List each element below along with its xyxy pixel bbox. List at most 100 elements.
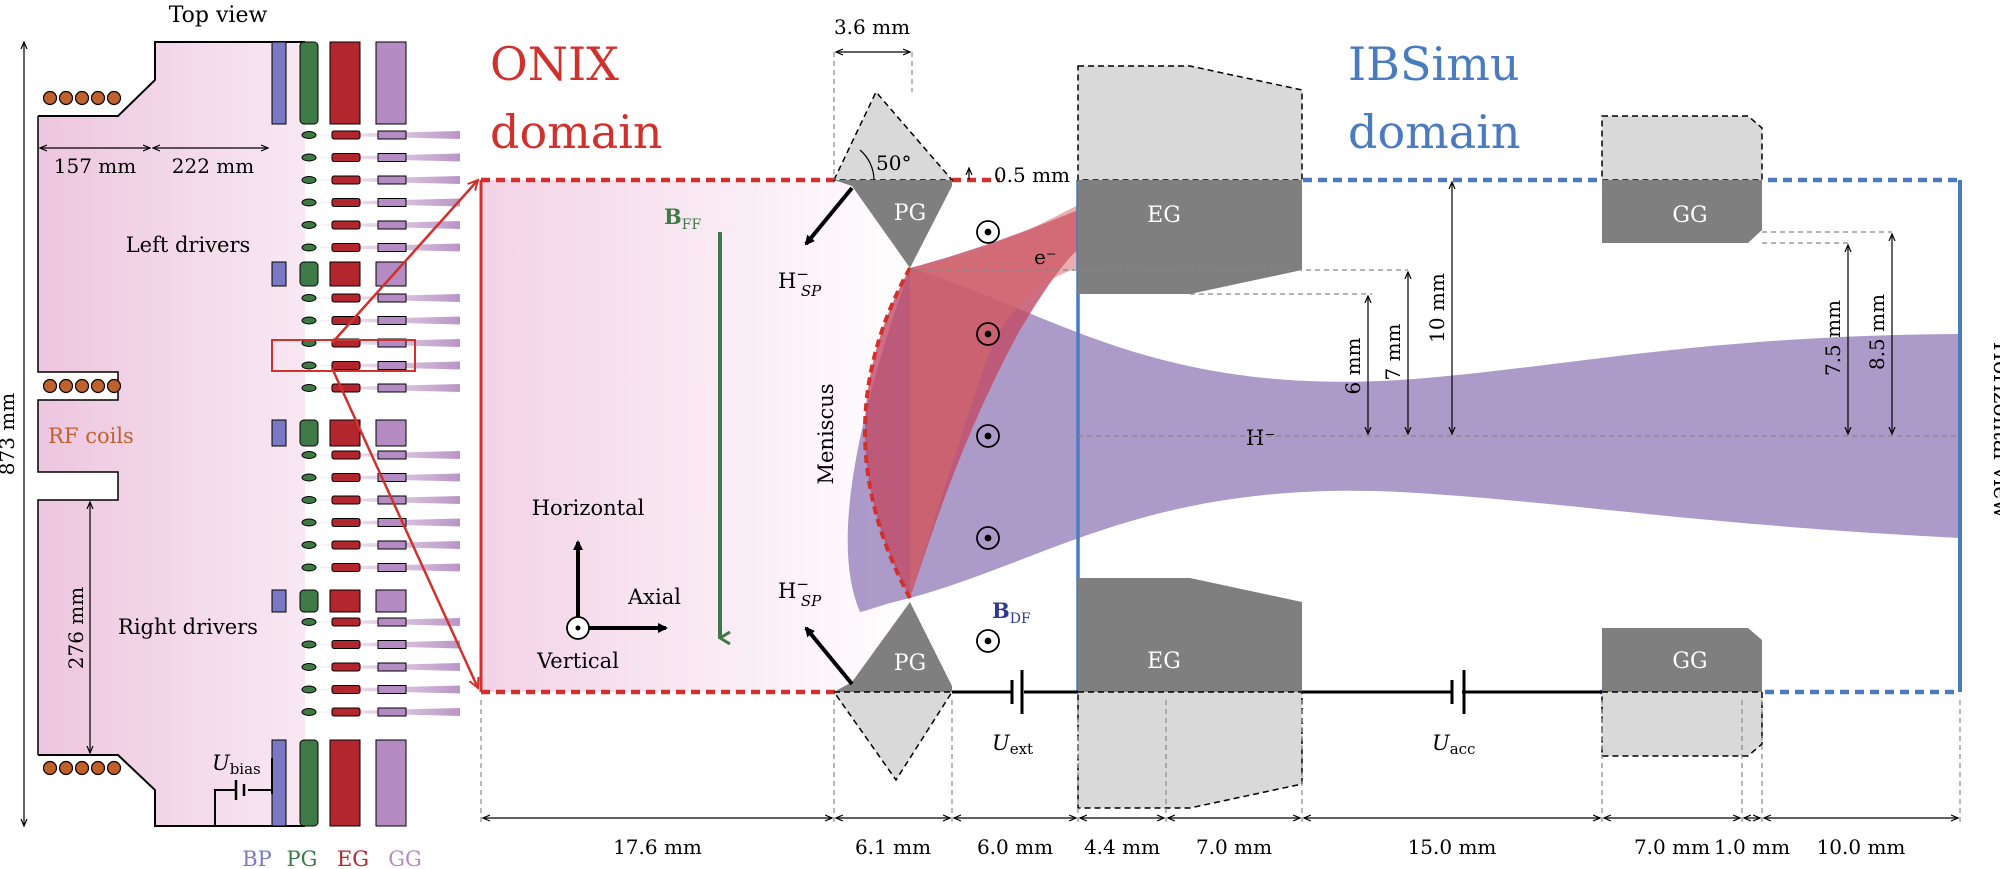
gg-block bbox=[375, 589, 407, 613]
eg-aperture bbox=[331, 685, 361, 694]
eg-aperture bbox=[331, 707, 361, 717]
gg-aperture bbox=[377, 707, 407, 717]
gg-aperture bbox=[377, 685, 407, 694]
hminus-label: H⁻ bbox=[1246, 426, 1275, 450]
eg-aperture bbox=[331, 518, 361, 527]
bp-block bbox=[271, 589, 287, 613]
eg-aperture bbox=[331, 220, 361, 230]
gg-bottom[interactable] bbox=[1602, 628, 1762, 692]
pg-aperture bbox=[301, 316, 317, 325]
onix-title-1: ONIX bbox=[490, 37, 619, 91]
eg-aperture bbox=[331, 540, 361, 550]
axis-horizontal-label: Horizontal bbox=[532, 496, 645, 520]
pg-top[interactable] bbox=[834, 180, 952, 268]
meniscus-line bbox=[863, 267, 912, 599]
coil-turn bbox=[90, 90, 106, 106]
coil-turn bbox=[42, 90, 58, 106]
gg-top[interactable] bbox=[1602, 180, 1762, 243]
pg-aperture bbox=[301, 243, 317, 252]
ibsimu-title-2: domain bbox=[1348, 105, 1521, 159]
gg-top-dashed bbox=[1601, 115, 1763, 181]
vdim-7mm: 7 mm bbox=[1381, 323, 1405, 380]
gg-aperture bbox=[377, 540, 407, 550]
eg-bottom[interactable] bbox=[1078, 578, 1302, 692]
pg-aperture bbox=[301, 198, 317, 207]
bp-block bbox=[271, 41, 287, 125]
pg-aperture bbox=[301, 384, 317, 392]
bp-block bbox=[271, 261, 287, 287]
eg-aperture bbox=[331, 640, 361, 649]
eg-bottom-dashed bbox=[1077, 691, 1303, 809]
hdim-label: 4.4 mm bbox=[1084, 835, 1160, 859]
axis-vertical-label: Vertical bbox=[536, 649, 619, 673]
hdim-label: 15.0 mm bbox=[1408, 835, 1497, 859]
pg-bottom-dashed bbox=[832, 691, 954, 782]
coil-turn bbox=[58, 378, 74, 394]
eg-top-dashed bbox=[1077, 65, 1303, 181]
hsp-bottom-label: H−SP bbox=[778, 575, 822, 610]
gg-block bbox=[375, 739, 407, 827]
axis-axial-label: Axial bbox=[627, 585, 681, 609]
gg-aperture bbox=[377, 175, 407, 185]
meniscus-label: Meniscus bbox=[814, 383, 838, 484]
gg-bottom-dashed bbox=[1601, 691, 1763, 757]
pg-block bbox=[299, 589, 319, 613]
bp-block bbox=[271, 739, 287, 827]
pg-aperture bbox=[301, 451, 317, 459]
dim-222mm: 222 mm bbox=[172, 154, 254, 178]
hdim-label: 10.0 mm bbox=[1817, 835, 1906, 859]
eg-aperture bbox=[331, 175, 361, 185]
hsp-top-label: H−SP bbox=[778, 265, 822, 300]
eg-block bbox=[329, 261, 361, 287]
rf-coils-label: RF coils bbox=[48, 424, 134, 448]
hdim-label: 6.0 mm bbox=[977, 835, 1053, 859]
bff-label: BFF bbox=[664, 204, 701, 233]
gg-aperture bbox=[377, 243, 407, 252]
legend-gg: GG bbox=[388, 847, 422, 869]
eg-top[interactable] bbox=[1078, 180, 1302, 294]
top-view-title: Top view bbox=[169, 3, 268, 28]
coil-turn bbox=[74, 760, 90, 776]
gg-aperture bbox=[377, 383, 407, 393]
pg-bottom-label: PG bbox=[894, 651, 926, 676]
vdim-7-5mm: 7.5 mm bbox=[1821, 300, 1845, 376]
eg-aperture bbox=[331, 563, 361, 572]
bdf-label: BDF bbox=[992, 598, 1031, 627]
eg-block bbox=[329, 41, 361, 125]
horizontal-view-label: Horizontal view bbox=[1988, 342, 2000, 518]
coil-turn bbox=[74, 90, 90, 106]
pg-aperture bbox=[301, 708, 317, 716]
coil-turn bbox=[58, 90, 74, 106]
top-view-panel: 873 mm 157 mm 222 mm 276 mm Top view Lef… bbox=[0, 3, 478, 869]
gg-aperture bbox=[377, 361, 407, 370]
coil-turn bbox=[74, 378, 90, 394]
b-field-symbols bbox=[976, 220, 1000, 653]
gg-aperture bbox=[377, 198, 407, 207]
pg-block bbox=[299, 739, 319, 827]
coil-turn bbox=[42, 378, 58, 394]
pg-aperture bbox=[301, 685, 317, 694]
legend-bp: BP bbox=[242, 847, 272, 869]
eg-aperture bbox=[331, 361, 361, 370]
coil-turn bbox=[58, 760, 74, 776]
gap-label: 0.5 mm bbox=[994, 163, 1070, 187]
eg-block bbox=[329, 589, 361, 613]
gg-block bbox=[375, 41, 407, 125]
pg-aperture bbox=[301, 496, 317, 504]
pg-aperture bbox=[301, 153, 317, 162]
eg-top-label: EG bbox=[1147, 203, 1181, 228]
eg-aperture bbox=[331, 450, 361, 460]
pg-bottom[interactable] bbox=[834, 602, 952, 692]
eg-bottom-label: EG bbox=[1147, 649, 1181, 674]
gg-aperture bbox=[377, 473, 407, 482]
pg-width-label: 3.6 mm bbox=[834, 15, 910, 39]
hdim-label: 17.6 mm bbox=[613, 835, 702, 859]
eg-aperture bbox=[331, 130, 361, 140]
coil-turn bbox=[106, 378, 122, 394]
uext-label: Uext bbox=[992, 731, 1033, 758]
uacc-label: Uacc bbox=[1432, 731, 1475, 758]
onix-title-2: domain bbox=[490, 105, 663, 159]
gg-aperture bbox=[377, 617, 407, 627]
